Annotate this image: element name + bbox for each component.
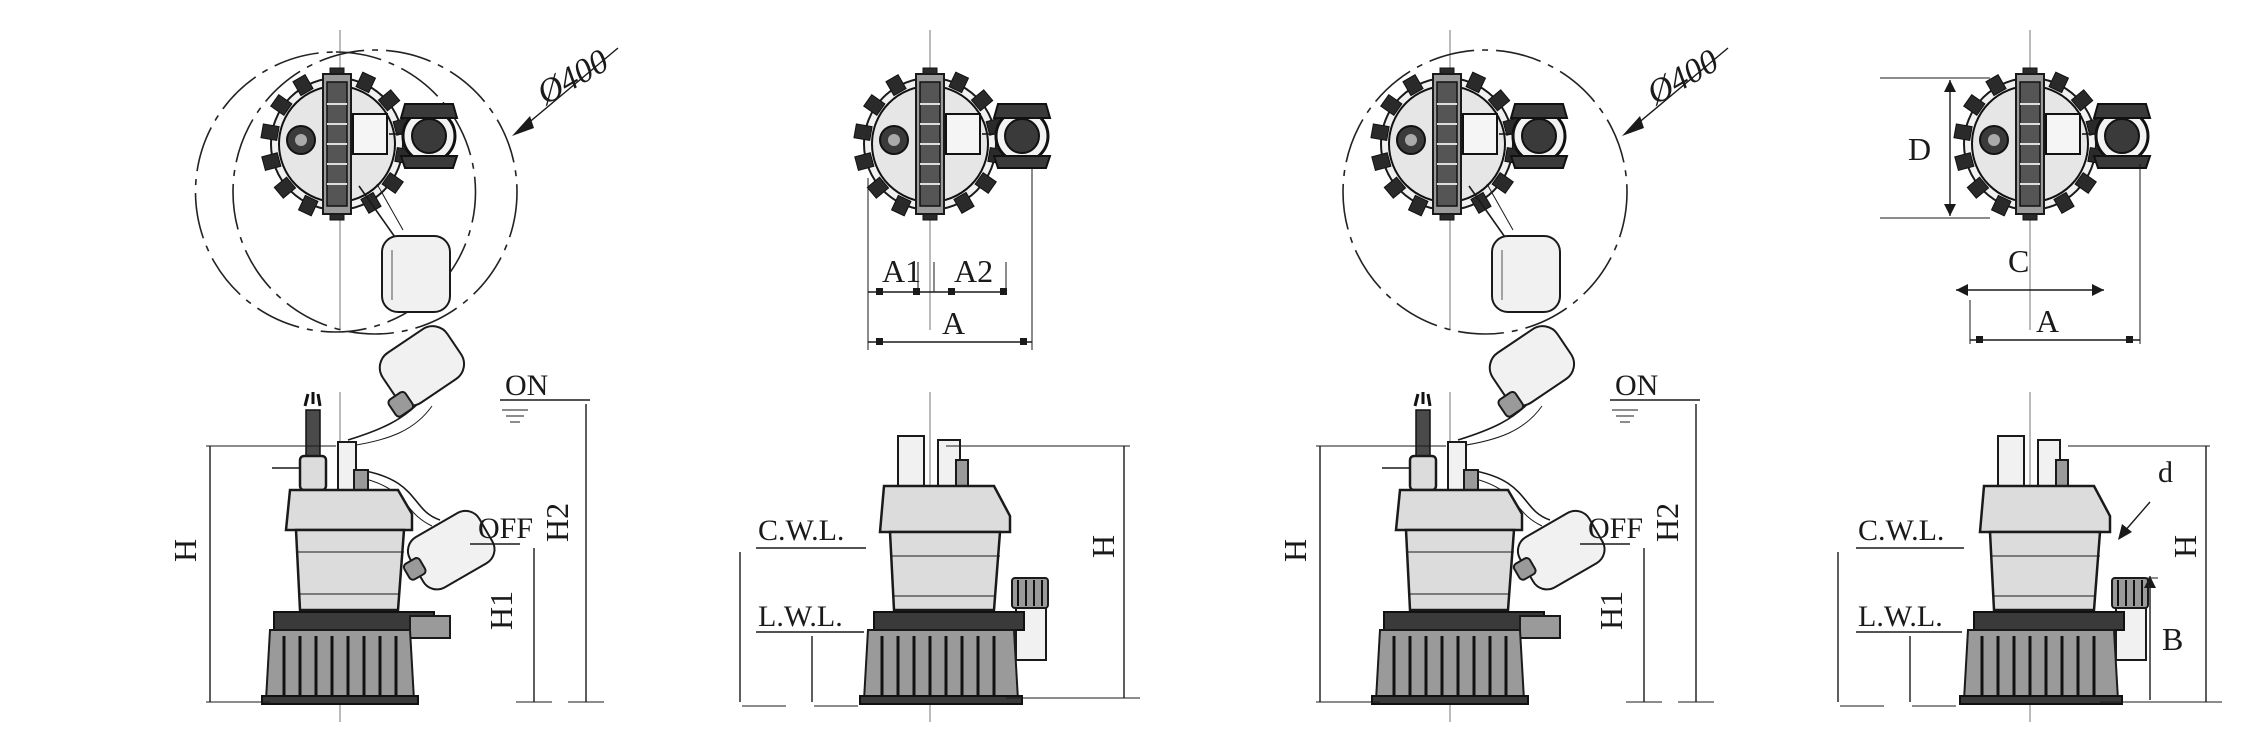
panel-4: D C A C.W.L. L.W.L. bbox=[1837, 30, 2222, 724]
lwl-label-4: L.W.L. bbox=[1858, 600, 1943, 633]
side-view-2: H C.W.L. L.W.L. bbox=[739, 390, 1140, 724]
top-view-4: D C A bbox=[1880, 30, 2152, 344]
top-view-1: Ø400 bbox=[194, 30, 619, 335]
a-label-4: A bbox=[2036, 303, 2059, 339]
a-label-2: A bbox=[942, 305, 965, 341]
diameter-label-3: Ø400 bbox=[1640, 42, 1725, 112]
h-label-3: H bbox=[1277, 539, 1313, 562]
panel-1: Ø400 ON OFF H H1 H2 bbox=[167, 30, 619, 724]
side-view-3: ON OFF H H1 H2 bbox=[1277, 317, 1714, 724]
h1-label-3: H1 bbox=[1593, 591, 1629, 630]
b-label: B bbox=[2162, 621, 2183, 657]
on-label: ON bbox=[505, 369, 548, 402]
cwl-label-2: C.W.L. bbox=[758, 514, 844, 547]
h-label-1: H bbox=[167, 539, 203, 562]
off-label: OFF bbox=[478, 512, 533, 545]
h2-label-1: H2 bbox=[539, 503, 575, 542]
h-label-2: H bbox=[1085, 535, 1121, 558]
h1-label-1: H1 bbox=[483, 591, 519, 630]
a2-label: A2 bbox=[954, 253, 993, 289]
panel-3: Ø400 ON OFF H H1 H2 bbox=[1277, 30, 1729, 724]
top-view-2: A1 A2 A bbox=[852, 30, 1052, 350]
d-label-lower: d bbox=[2158, 456, 2173, 489]
top-view-3: Ø400 bbox=[1342, 30, 1729, 335]
panel-2: A1 A2 A H C.W.L. L.W.L. bbox=[739, 30, 1140, 724]
h2-label-3: H2 bbox=[1649, 503, 1685, 542]
side-view-4: C.W.L. L.W.L. d B H bbox=[1837, 390, 2222, 724]
a1-label: A1 bbox=[882, 253, 921, 289]
off-label-3: OFF bbox=[1588, 512, 1643, 545]
c-label: C bbox=[2008, 243, 2029, 279]
h-label-4: H bbox=[2167, 535, 2203, 558]
cwl-label-4: C.W.L. bbox=[1858, 514, 1944, 547]
side-view-1: ON OFF H H1 H2 bbox=[167, 317, 604, 724]
diameter-label: Ø400 bbox=[530, 42, 615, 112]
on-label-3: ON bbox=[1615, 369, 1658, 402]
d-label-upper: D bbox=[1908, 131, 1931, 167]
lwl-label-2: L.W.L. bbox=[758, 600, 843, 633]
